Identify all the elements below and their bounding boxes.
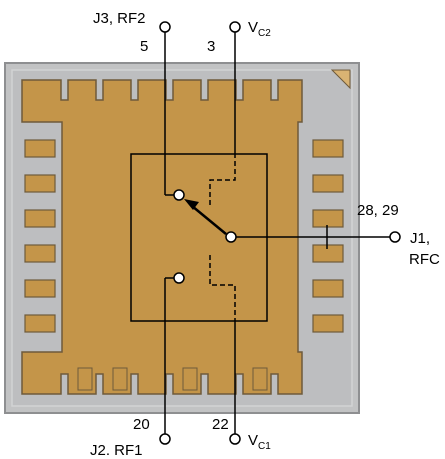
vc2-terminal: [229, 21, 241, 33]
rf2-trace: [159, 21, 185, 201]
label-vc1-main: V: [248, 432, 258, 449]
rf2-terminal: [159, 21, 171, 33]
pad-right-6: [312, 314, 344, 333]
rf1-throw-node: [173, 272, 185, 284]
label-pin-28-29: 28, 29: [357, 202, 399, 219]
pin1-notch-mark: [330, 69, 351, 90]
rf1-terminal: [159, 433, 171, 445]
label-j3-rf2: J3, RF2: [93, 10, 146, 27]
pad-right-4: [312, 244, 344, 263]
bottom-slot-3: [182, 367, 198, 391]
switch-arm-line: [191, 205, 227, 235]
vc1-control-dashed: [209, 255, 236, 321]
switch-arm-arrowhead: [184, 199, 199, 210]
label-pin-22: 22: [212, 416, 229, 433]
vc2-trace: [209, 21, 241, 205]
rfc-trace: [225, 225, 401, 249]
label-pin-20: 20: [133, 416, 150, 433]
pad-right-3: [312, 209, 344, 228]
label-pin-3: 3: [207, 38, 215, 55]
label-vc2-main: V: [248, 19, 258, 36]
pad-left-5: [24, 279, 56, 298]
vc1-terminal: [229, 433, 241, 445]
rf2-throw-node: [173, 189, 185, 201]
label-vc1: VC1: [248, 432, 271, 452]
vc2-control-dashed: [209, 153, 236, 205]
pad-left-2: [24, 174, 56, 193]
label-pin-5: 5: [140, 38, 148, 55]
rfc-terminal: [389, 231, 401, 243]
pin1-notch: [330, 69, 351, 90]
pad-right-2: [312, 174, 344, 193]
switch-arm: [184, 199, 227, 235]
label-vc2-sub: C2: [258, 28, 271, 39]
bottom-pad-slots: [77, 367, 268, 391]
left-pads: [24, 139, 56, 333]
bottom-slot-4: [252, 367, 268, 391]
paddle-shape: [21, 79, 303, 395]
pad-left-3: [24, 209, 56, 228]
label-vc2: VC2: [248, 19, 271, 39]
pad-left-1: [24, 139, 56, 158]
rfc-common-node: [225, 231, 237, 243]
pad-right-5: [312, 279, 344, 298]
pad-left-4: [24, 244, 56, 263]
label-j2-rf1: J2. RF1: [90, 442, 143, 459]
right-pads: [312, 139, 344, 333]
pad-right-1: [312, 139, 344, 158]
label-j1: J1,: [410, 230, 430, 247]
bottom-slot-2: [112, 367, 128, 391]
label-rfc: RFC: [409, 251, 440, 268]
bottom-slot-1: [77, 367, 93, 391]
rf1-trace: [159, 272, 185, 445]
pad-left-6: [24, 314, 56, 333]
label-vc1-sub: C1: [258, 441, 271, 452]
vc1-trace: [209, 255, 241, 445]
exposed-paddle: [21, 79, 303, 395]
